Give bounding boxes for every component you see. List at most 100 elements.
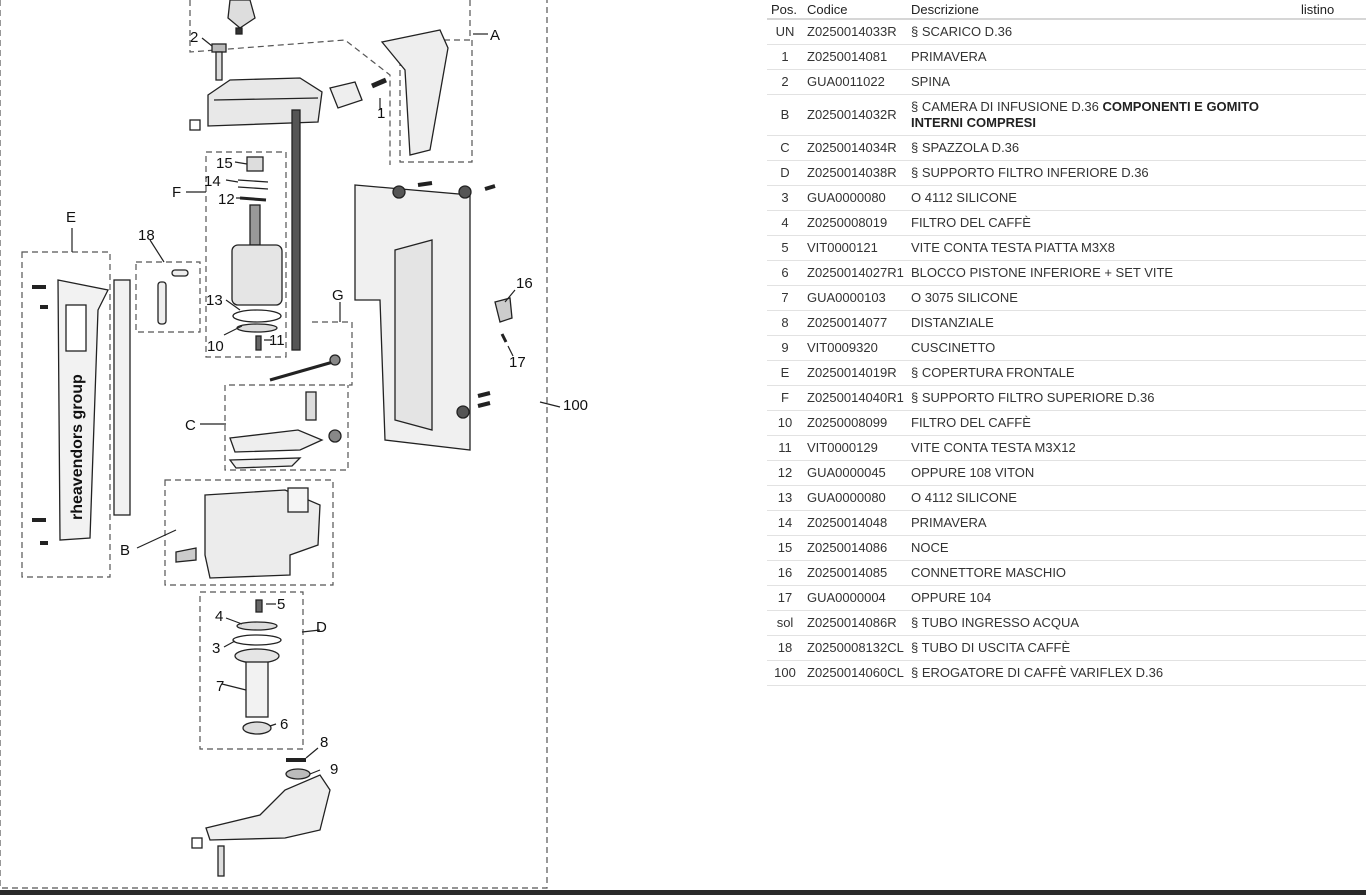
label-6: 6	[280, 716, 288, 733]
row-description: PRIMAVERA	[907, 510, 1297, 536]
row-pos: sol	[767, 610, 803, 636]
upper-filter-body-part	[231, 244, 283, 306]
label-d: D	[316, 619, 327, 636]
row-description-text: § SUPPORTO FILTRO INFERIORE D.36	[911, 165, 1149, 180]
row-code: GUA0011022	[803, 69, 907, 95]
row-code: Z0250008099	[803, 410, 907, 436]
row-description: § TUBO DI USCITA CAFFÈ	[907, 635, 1297, 661]
row-code: Z0250014027R1	[803, 260, 907, 286]
assembly-100-frame	[0, 0, 548, 889]
oring-3-part	[232, 634, 282, 646]
row-price	[1297, 435, 1366, 461]
row-description-text: § TUBO INGRESSO ACQUA	[911, 615, 1080, 630]
row-code: Z0250014060CL	[803, 660, 907, 686]
label-9: 9	[330, 761, 338, 778]
bearing-9-part	[285, 768, 311, 780]
row-description-text: § SUPPORTO FILTRO SUPERIORE D.36	[911, 390, 1155, 405]
row-price	[1297, 69, 1366, 95]
row-pos: 5	[767, 235, 803, 261]
row-description: FILTRO DEL CAFFÈ	[907, 410, 1297, 436]
label-3: 3	[212, 640, 220, 657]
row-description-text: § CAMERA DI INFUSIONE D.36	[911, 99, 1103, 114]
oring-13-part	[232, 309, 282, 323]
lower-piston-tube-7-part	[245, 661, 269, 718]
row-pos: D	[767, 160, 803, 186]
frame-bushing-top-left	[392, 185, 406, 199]
row-description-text: O 3075 SILICONE	[911, 290, 1018, 305]
row-code: GUA0000080	[803, 485, 907, 511]
row-description: § TUBO INGRESSO ACQUA	[907, 610, 1297, 636]
label-e: E	[66, 209, 76, 226]
row-code: VIT0000129	[803, 435, 907, 461]
label-100: 100	[563, 397, 588, 414]
row-description-text: CUSCINETTO	[911, 340, 996, 355]
row-description: NOCE	[907, 535, 1297, 561]
row-pos: 3	[767, 185, 803, 211]
row-description: FILTRO DEL CAFFÈ	[907, 210, 1297, 236]
row-code: GUA0000004	[803, 585, 907, 611]
label-c: C	[185, 417, 196, 434]
top-screw-part	[235, 27, 243, 35]
row-description: O 4112 SILICONE	[907, 485, 1297, 511]
row-price	[1297, 385, 1366, 411]
row-description: § EROGATORE DI CAFFÈ VARIFLEX D.36	[907, 660, 1297, 686]
row-code: Z0250014085	[803, 560, 907, 586]
infusion-chamber-elbow	[287, 487, 309, 513]
label-f: F	[172, 184, 181, 201]
diagram-svg: rheavendors group A 2 1 15 14 12 F E 18 …	[0, 0, 588, 889]
threaded-rod-part	[291, 109, 301, 351]
filter-10-part	[236, 323, 278, 333]
row-price	[1297, 285, 1366, 311]
header-pos: Pos.	[767, 0, 803, 20]
nut-15-part	[246, 156, 264, 172]
leader-lines	[71, 33, 561, 775]
row-pos: B	[767, 94, 803, 136]
row-price	[1297, 260, 1366, 286]
male-connector-16-part	[494, 297, 513, 323]
row-code: GUA0000103	[803, 285, 907, 311]
lower-filter-support-part	[234, 648, 280, 664]
row-price	[1297, 635, 1366, 661]
discharge-screw-part	[189, 119, 201, 131]
infusion-chamber-fitting	[175, 547, 197, 563]
row-code: Z0250014034R	[803, 135, 907, 161]
row-description: § SPAZZOLA D.36	[907, 135, 1297, 161]
row-code: Z0250014077	[803, 310, 907, 336]
label-14: 14	[204, 173, 221, 190]
header-price: listino	[1297, 0, 1366, 20]
row-price: €	[1297, 660, 1366, 686]
row-pos: 17	[767, 585, 803, 611]
label-2: 2	[190, 29, 198, 46]
bottom-border	[0, 890, 1366, 895]
row-code: Z0250014032R	[803, 94, 907, 136]
row-description-text: § SPAZZOLA D.36	[911, 140, 1020, 155]
group-d-frame	[199, 591, 304, 750]
row-pos: 14	[767, 510, 803, 536]
row-pos: 15	[767, 535, 803, 561]
oring-17-part	[500, 333, 508, 343]
row-description: PRIMAVERA	[907, 44, 1297, 70]
bottom-cam-part	[205, 774, 331, 841]
row-description: § COPERTURA FRONTALE	[907, 360, 1297, 386]
row-price	[1297, 210, 1366, 236]
row-price	[1297, 460, 1366, 486]
row-pos: 7	[767, 285, 803, 311]
row-pos: 16	[767, 560, 803, 586]
row-description: O 4112 SILICONE	[907, 185, 1297, 211]
clip-part	[329, 81, 363, 109]
label-5: 5	[277, 596, 285, 613]
row-pos: 18	[767, 635, 803, 661]
brush-pivot-part	[305, 391, 317, 421]
row-code: Z0250014019R	[803, 360, 907, 386]
row-description-text: DISTANZIALE	[911, 315, 994, 330]
